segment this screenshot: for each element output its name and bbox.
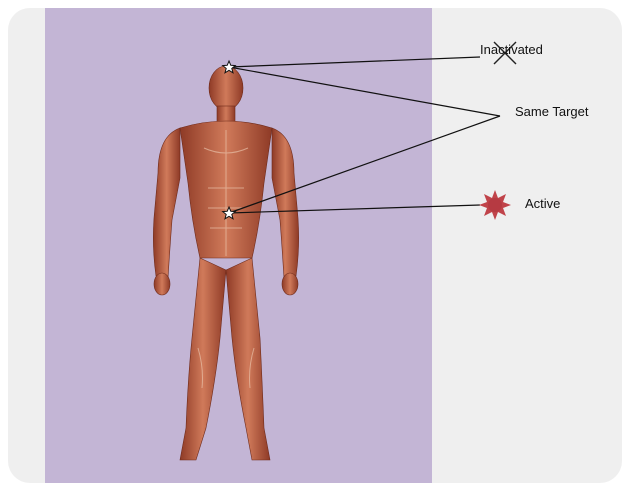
label-active: Active xyxy=(525,196,560,211)
line-navel-to-active xyxy=(229,205,480,213)
figure-left-hand xyxy=(154,273,170,295)
figure-right-arm xyxy=(272,128,299,278)
figure-right-leg xyxy=(226,258,270,460)
diagram-canvas xyxy=(8,8,622,483)
figure-left-leg xyxy=(180,258,226,460)
diagram-frame: Inactivated Same Target Active xyxy=(8,8,622,483)
figure-right-hand xyxy=(282,273,298,295)
label-same-target: Same Target xyxy=(515,104,588,119)
line-head-to-same-target xyxy=(229,67,500,116)
figure-left-arm xyxy=(153,128,180,278)
human-figure xyxy=(153,66,298,460)
label-inactivated: Inactivated xyxy=(480,42,543,57)
line-head-to-inactivated xyxy=(229,57,480,67)
starburst-icon xyxy=(479,190,511,220)
figure-neck xyxy=(217,106,235,122)
